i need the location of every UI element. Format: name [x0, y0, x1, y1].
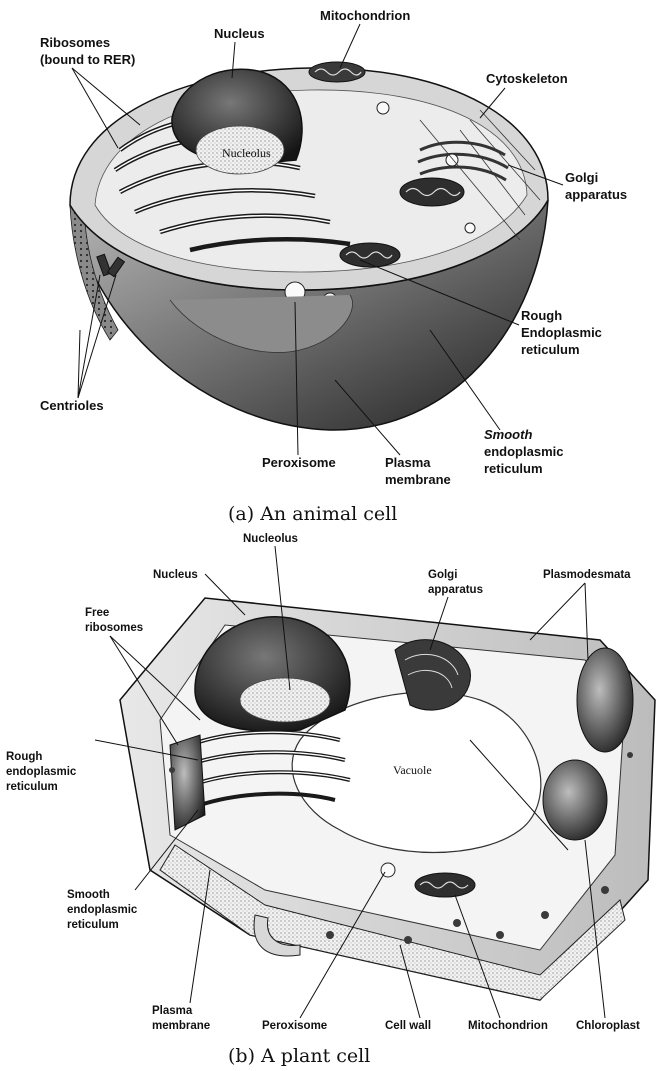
label-golgi-apparatus: apparatus [565, 187, 627, 202]
label-ribosomes-bound: (bound to RER) [40, 52, 135, 67]
label-b-nucleolus: Nucleolus [243, 533, 298, 545]
label-b-peroxisome: Peroxisome [262, 1020, 327, 1032]
label-b-plasma-membrane: membrane [152, 1020, 210, 1032]
label-cytoskeleton: Cytoskeleton [486, 71, 568, 86]
label-b-rough-er-2: endoplasmic [6, 766, 77, 778]
label-golgi: Golgi [565, 170, 598, 185]
label-b-smooth-er-3: reticulum [67, 919, 119, 931]
plant-nucleolus [240, 678, 330, 722]
label-smooth-er-2: endoplasmic [484, 444, 563, 459]
label-peroxisome: Peroxisome [262, 455, 336, 470]
label-b-chloroplast: Chloroplast [576, 1020, 640, 1032]
label-mitochondrion: Mitochondrion [320, 8, 410, 23]
label-b-ribosomes: ribosomes [85, 622, 143, 634]
label-b-rough-er: Rough [6, 751, 42, 763]
caption-plant-cell: (b) A plant cell [228, 1045, 370, 1067]
label-ribosomes: Ribosomes [40, 35, 110, 50]
label-b-smooth-er: Smooth [67, 889, 110, 901]
label-smooth-er-3: reticulum [484, 461, 543, 476]
label-b-nucleus: Nucleus [153, 569, 198, 581]
plant-mitochondrion [415, 873, 475, 897]
animal-cell-illustration [70, 62, 548, 430]
label-nucleolus: Nucleolus [222, 146, 271, 160]
label-rough-er: Rough [521, 308, 562, 323]
plant-cell-illustration [120, 598, 655, 1000]
label-b-rough-er-3: reticulum [6, 781, 58, 793]
label-plasma: Plasma [385, 455, 431, 470]
label-b-plasmodesmata: Plasmodesmata [543, 569, 631, 581]
label-b-golgi: Golgi [428, 569, 457, 581]
label-plasma-membrane: membrane [385, 472, 451, 487]
caption-animal-cell: (a) An animal cell [228, 503, 397, 525]
label-centrioles: Centrioles [40, 398, 104, 413]
label-rough-er-2: Endoplasmic [521, 325, 602, 340]
label-b-golgi-apparatus: apparatus [428, 584, 483, 596]
label-rough-er-3: reticulum [521, 342, 580, 357]
label-nucleus: Nucleus [214, 26, 265, 41]
label-b-cell-wall: Cell wall [385, 1020, 431, 1032]
label-smooth-er: Smooth [484, 427, 532, 442]
label-b-vacuole: Vacuole [393, 763, 432, 777]
label-b-free: Free [85, 607, 109, 619]
label-b-plasma: Plasma [152, 1005, 193, 1017]
label-b-mitochondrion: Mitochondrion [468, 1020, 548, 1032]
label-b-smooth-er-2: endoplasmic [67, 904, 138, 916]
